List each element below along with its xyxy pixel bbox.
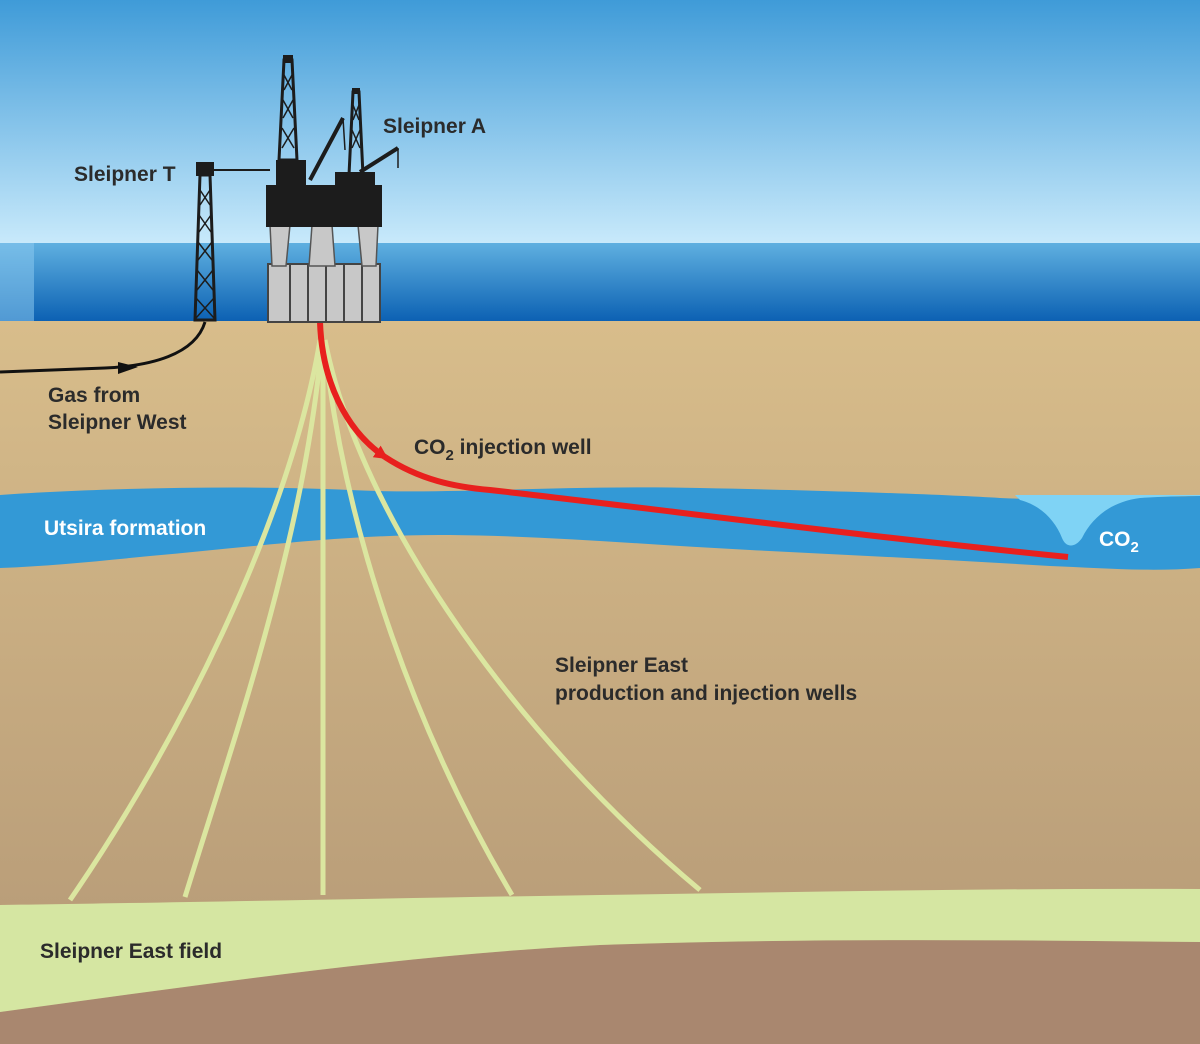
sky (0, 0, 1200, 245)
label-production-injection-wells: production and injection wells (555, 682, 857, 705)
deep-ground (0, 940, 1200, 1044)
label-sleipner-west: Sleipner West (48, 411, 187, 434)
label-co2-injection-well: CO2 injection well (414, 436, 592, 464)
gas-pipeline (0, 321, 207, 374)
label-sleipner-east-field: Sleipner East field (40, 940, 222, 963)
sea-left-edge (0, 243, 34, 323)
label-sleipner-east: Sleipner East (555, 654, 688, 677)
label-gas-from: Gas from (48, 384, 140, 407)
well-path-4 (321, 339, 515, 897)
label-utsira-formation: Utsira formation (44, 517, 206, 540)
sleipner-t-platform (193, 162, 270, 322)
gas-pipeline-arrow (118, 362, 138, 374)
co2-plume (1015, 495, 1200, 546)
sleipner-a-platform (266, 55, 400, 323)
utsira-formation (0, 487, 1200, 570)
well-path-2 (182, 339, 325, 898)
sleipner-east-field-layer (0, 888, 1200, 1012)
sea (0, 243, 1200, 323)
label-co2: CO2 (1099, 528, 1139, 556)
co2-injection-well (383, 454, 1069, 560)
label-sleipner-t: Sleipner T (74, 163, 176, 186)
well-path-1 (67, 339, 323, 902)
co2-injection-well-to-arrow (317, 321, 389, 460)
label-sleipner-a: Sleipner A (383, 115, 486, 138)
